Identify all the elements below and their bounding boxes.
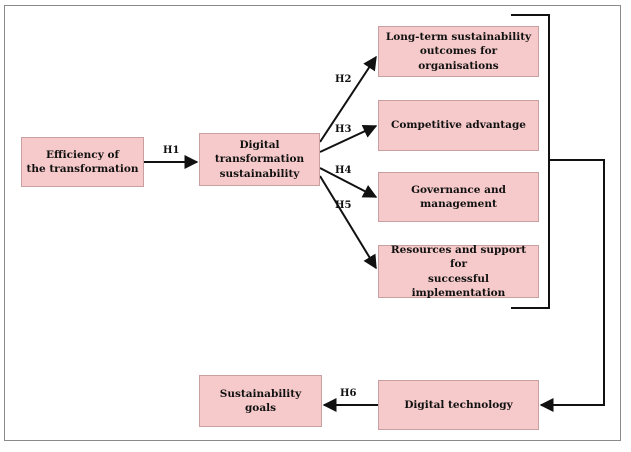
node-resources-support: Resources and support for successful imp… <box>378 244 539 299</box>
label-h5: H5 <box>335 200 351 211</box>
label-h6: H6 <box>340 388 356 399</box>
edge-bracket-to-technology <box>539 159 605 412</box>
edge-h2 <box>319 55 377 143</box>
edge-h4 <box>319 167 378 198</box>
outcome-bracket <box>511 14 550 309</box>
node-digital-transformation-sustainability: Digital transformation sustainability <box>199 133 320 186</box>
edge-h5 <box>319 175 377 270</box>
figure-frame <box>4 5 621 441</box>
node-competitive-advantage: Competitive advantage <box>378 100 539 151</box>
edge-h3 <box>319 124 378 153</box>
label-h3: H3 <box>335 124 351 135</box>
node-governance-management: Governance and management <box>378 172 539 222</box>
node-efficiency-of-transformation: Efficiency of the transformation <box>21 137 144 187</box>
label-h1: H1 <box>163 145 179 156</box>
node-sustainability-goals: Sustainability goals <box>199 375 322 427</box>
node-digital-technology: Digital technology <box>378 380 539 430</box>
label-h4: H4 <box>335 165 351 176</box>
node-long-term-outcomes: Long-term sustainability outcomes for or… <box>378 26 539 77</box>
label-h2: H2 <box>335 74 351 85</box>
